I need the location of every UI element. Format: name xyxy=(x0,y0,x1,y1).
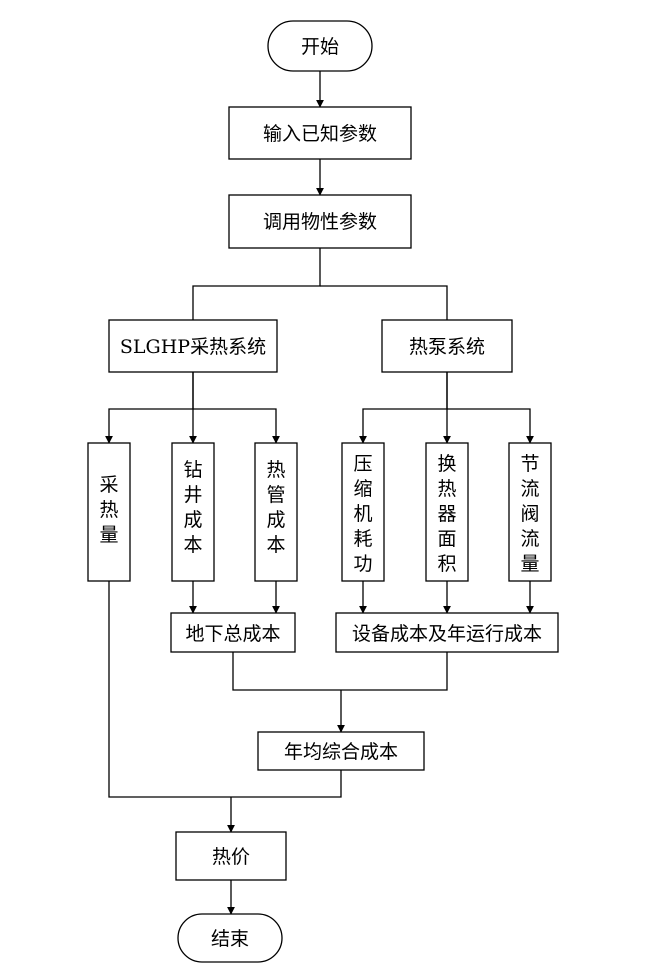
vertical-char: 节 xyxy=(520,453,539,475)
node-annual-cost-label: 年均综合成本 xyxy=(284,741,398,763)
vertical-char: 热 xyxy=(266,459,285,481)
node-start: 开始 xyxy=(267,20,373,72)
node-start-label: 开始 xyxy=(301,36,339,58)
node-slghp: SLGHP采热系统 xyxy=(108,319,278,373)
node-compressor-power-label: 压缩机耗功 xyxy=(353,453,372,575)
node-call-props: 调用物性参数 xyxy=(228,194,412,249)
node-hx-area-label: 换热器面积 xyxy=(437,453,456,575)
node-underground-cost: 地下总成本 xyxy=(170,612,296,653)
node-hx-area: 换热器面积 xyxy=(425,442,469,582)
vertical-char: 热 xyxy=(437,478,456,500)
node-input-params: 输入已知参数 xyxy=(228,106,412,160)
vertical-char: 热 xyxy=(99,499,118,521)
vertical-char: 机 xyxy=(353,503,372,525)
node-drilling-cost-label: 钻井成本 xyxy=(183,459,202,556)
vertical-char: 功 xyxy=(353,553,372,575)
node-valve-flow: 节流阀流量 xyxy=(508,442,552,582)
vertical-char: 器 xyxy=(437,503,456,525)
node-input-params-label: 输入已知参数 xyxy=(263,123,377,145)
node-heat-pipe-cost-label: 热管成本 xyxy=(266,459,285,556)
node-heat-price-label: 热价 xyxy=(212,846,250,868)
vertical-char: 钻 xyxy=(183,459,202,481)
node-drilling-cost: 钻井成本 xyxy=(171,442,215,582)
vertical-char: 本 xyxy=(183,534,202,556)
node-heat-pipe-cost: 热管成本 xyxy=(254,442,298,582)
node-compressor-power: 压缩机耗功 xyxy=(341,442,385,582)
node-annual-cost: 年均综合成本 xyxy=(257,731,425,771)
vertical-char: 阀 xyxy=(520,503,539,525)
vertical-char: 量 xyxy=(99,524,118,546)
arrow-slghp-to-extraction xyxy=(105,372,194,444)
vertical-char: 面 xyxy=(437,528,456,550)
arrow-hp-to-compressor xyxy=(359,372,448,444)
vertical-char: 缩 xyxy=(353,478,372,500)
node-heat-price: 热价 xyxy=(175,831,287,881)
vertical-char: 耗 xyxy=(353,528,372,550)
vertical-char: 管 xyxy=(266,484,285,506)
node-heat-extraction-label: 采热量 xyxy=(99,474,118,546)
vertical-char: 井 xyxy=(183,484,202,506)
vertical-char: 流 xyxy=(520,528,539,550)
node-end-label: 结束 xyxy=(211,928,249,950)
vertical-char: 积 xyxy=(437,553,456,575)
node-heat-pump-label: 热泵系统 xyxy=(409,336,485,358)
arrow-slghp-to-pipe xyxy=(193,408,280,444)
arrow-hp-to-valve xyxy=(447,408,534,444)
vertical-char: 成 xyxy=(183,509,202,531)
line-props-to-heatpump xyxy=(320,285,448,320)
vertical-char: 流 xyxy=(520,478,539,500)
line-extraction-and-annual-merge xyxy=(108,581,342,798)
node-slghp-label: SLGHP采热系统 xyxy=(120,336,266,358)
node-heat-pump: 热泵系统 xyxy=(381,319,513,373)
vertical-char: 量 xyxy=(520,553,539,575)
node-valve-flow-label: 节流阀流量 xyxy=(520,453,539,575)
node-end: 结束 xyxy=(177,913,283,963)
node-call-props-label: 调用物性参数 xyxy=(263,211,377,233)
vertical-char: 压 xyxy=(353,453,372,475)
line-props-to-slghp xyxy=(192,248,321,320)
vertical-char: 本 xyxy=(266,534,285,556)
line-costs-merge xyxy=(232,652,448,691)
vertical-char: 成 xyxy=(266,509,285,531)
node-underground-cost-label: 地下总成本 xyxy=(185,623,280,645)
vertical-char: 采 xyxy=(99,474,118,496)
node-equipment-cost: 设备成本及年运行成本 xyxy=(335,612,559,653)
node-equipment-cost-label: 设备成本及年运行成本 xyxy=(352,623,542,645)
vertical-char: 换 xyxy=(437,453,456,475)
connectors xyxy=(105,71,534,915)
node-heat-extraction: 采热量 xyxy=(87,442,131,582)
